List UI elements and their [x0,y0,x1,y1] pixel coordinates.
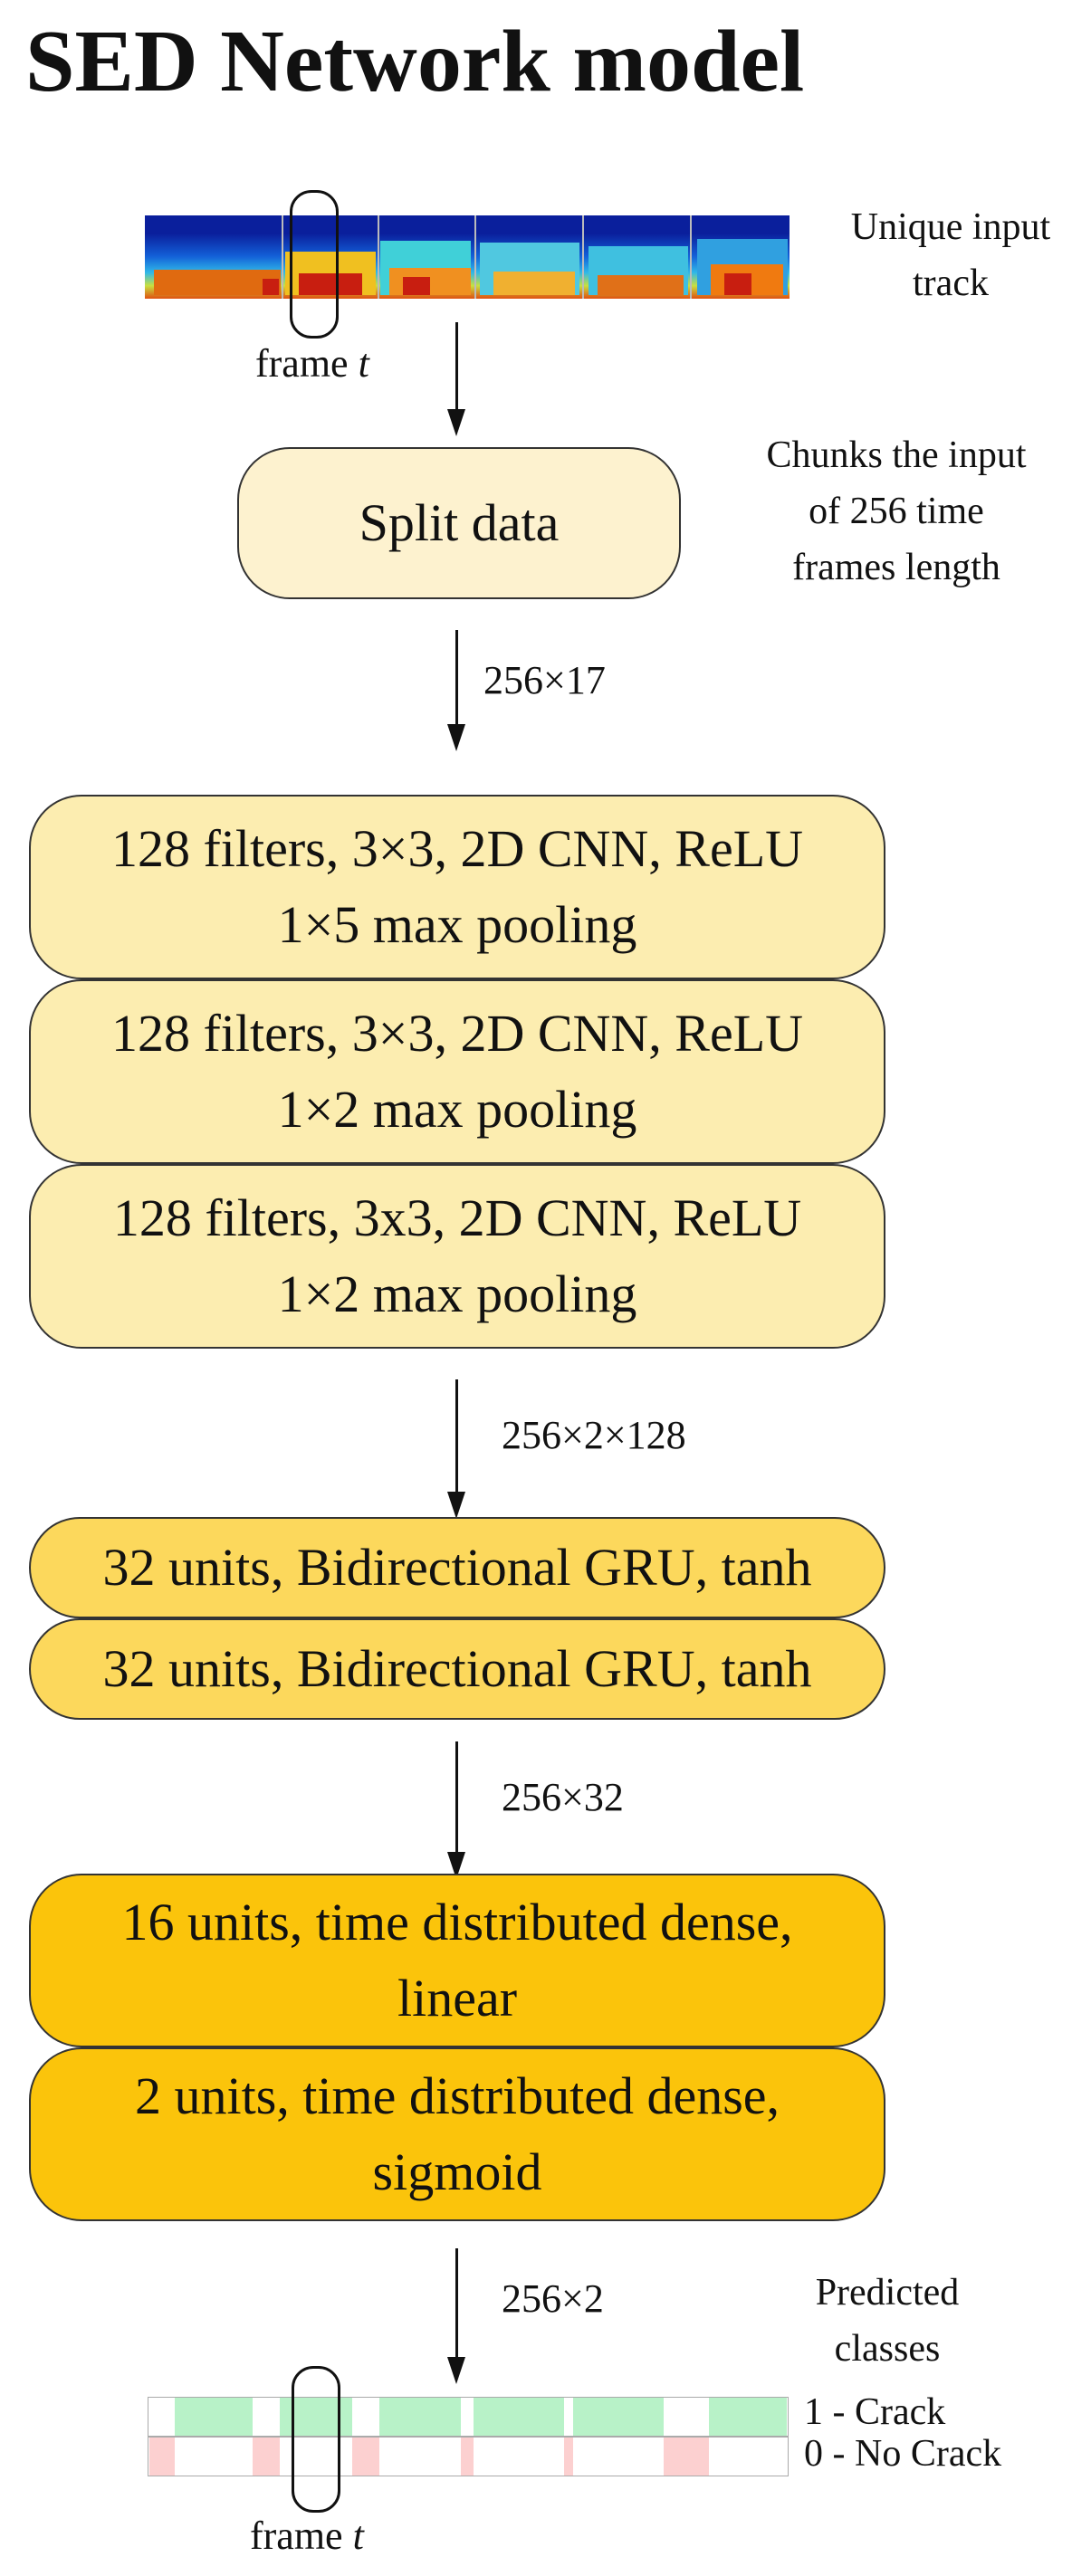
frame-highlight-input [290,190,339,339]
gru-block-1: 32 units, Bidirectional GRU, tanh [29,1517,885,1618]
dim-after-split: 256×17 [483,658,606,702]
dim-after-cnn: 256×2×128 [502,1413,686,1457]
dim-after-dense: 256×2 [502,2276,604,2321]
arrow-cnn-gru [455,1379,458,1495]
arrow-head-split-cnn [447,724,465,751]
arrow-input-split [455,322,458,413]
frame-highlight-output [292,2366,340,2513]
arrow-gru-dense [455,1741,458,1856]
frame-label-input: frame t [255,341,369,386]
frame-label-output: frame t [250,2514,364,2558]
dim-after-gru: 256×32 [502,1775,624,1819]
class-legend-no-crack: 0 - No Crack [804,2433,1002,2475]
output-note: Predicted classes [815,2272,960,2370]
dense-block-1: 16 units, time distributed dense, linear [29,1874,885,2047]
arrow-dense-output [455,2248,458,2361]
split-note: Chunks the input of 256 time frames leng… [766,434,1027,588]
diagram-title: SED Network model [25,13,805,110]
split-data-box: Split data [237,447,681,599]
input-spectrogram-track [145,215,790,299]
cnn-block-2: 128 filters, 3×3, 2D CNN, ReLU 1×2 max p… [29,979,885,1164]
arrow-head-gru-dense [447,1852,465,1879]
cnn-block-1: 128 filters, 3×3, 2D CNN, ReLU 1×5 max p… [29,795,885,979]
dense-block-2: 2 units, time distributed dense, sigmoid [29,2047,885,2221]
arrow-head-input-split [447,409,465,436]
arrow-split-cnn [455,630,458,730]
cnn-block-3: 128 filters, 3x3, 2D CNN, ReLU 1×2 max p… [29,1164,885,1349]
class-legend-crack: 1 - Crack [804,2391,946,2433]
arrow-head-cnn-gru [447,1492,465,1519]
split-data-label: Split data [359,493,560,552]
gru-block-2: 32 units, Bidirectional GRU, tanh [29,1618,885,1720]
arrow-head-dense-output [447,2357,465,2384]
output-class-track [148,2397,789,2476]
input-note: Unique input track [850,206,1051,304]
